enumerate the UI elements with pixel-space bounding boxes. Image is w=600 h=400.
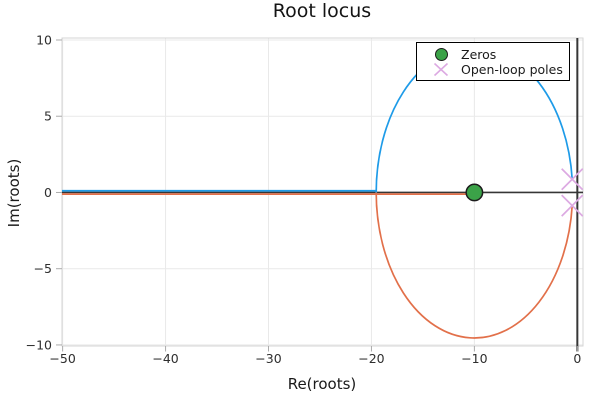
circle-icon [434, 47, 448, 61]
x-tick-label: −10 [461, 351, 487, 366]
legend-label-zeros: Zeros [461, 46, 497, 62]
zero-marker [465, 183, 484, 202]
pole-marker [561, 168, 584, 191]
legend-row-poles: Open-loop poles [417, 62, 569, 77]
poles-marker-icon [430, 62, 452, 77]
zeros-marker-icon [430, 47, 452, 61]
x-tick-label: −40 [152, 351, 178, 366]
cross-icon [433, 62, 449, 76]
y-tick-label: −10 [26, 337, 52, 352]
y-tick-label: 0 [44, 185, 52, 200]
x-tick-label: 0 [573, 351, 581, 366]
y-tick-label: 10 [36, 32, 52, 47]
y-tick-label: −5 [34, 261, 52, 276]
legend: Zeros Open-loop poles [416, 42, 570, 81]
pole-marker [561, 194, 584, 217]
branch-lower-arc [375, 192, 574, 339]
x-tick-label: −50 [49, 351, 75, 366]
y-axis-label: Im(roots) [5, 158, 23, 228]
y-tick-label: 5 [44, 109, 52, 124]
legend-row-zeros: Zeros [417, 47, 569, 62]
x-tick-label: −20 [358, 351, 384, 366]
x-tick-label: −30 [255, 351, 281, 366]
legend-label-poles: Open-loop poles [461, 61, 563, 77]
chart-title: Root locus [272, 0, 372, 22]
x-axis-label: Re(roots) [287, 375, 357, 393]
